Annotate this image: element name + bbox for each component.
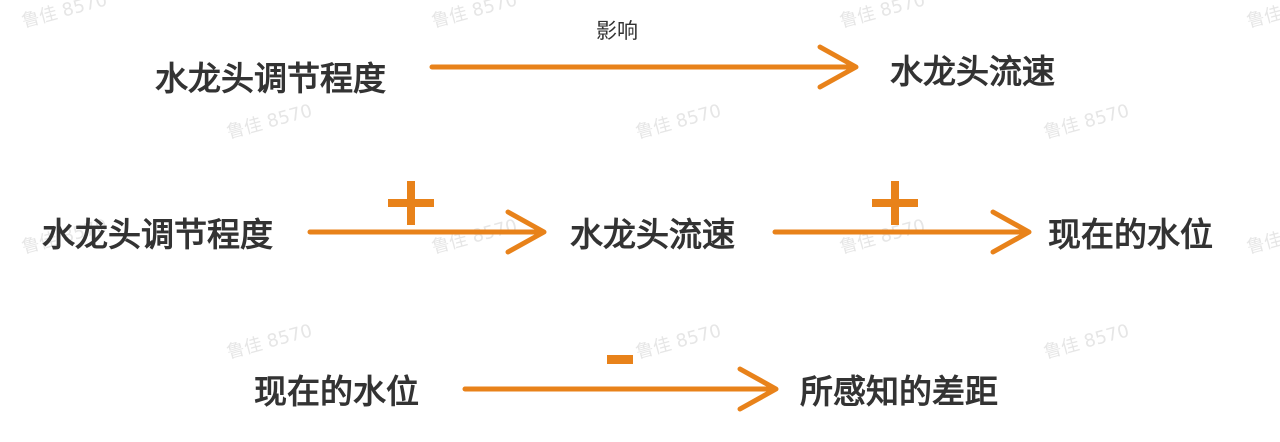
- row1-target-node: 水龙头流速: [890, 52, 1055, 91]
- row2-node2: 水龙头流速: [570, 215, 735, 254]
- row2-node3: 现在的水位: [1048, 215, 1213, 254]
- row1-relation-label: 影响: [596, 19, 638, 43]
- arrow-row1: [429, 44, 859, 90]
- row3-source-node: 现在的水位: [254, 372, 419, 411]
- row2-node1: 水龙头调节程度: [42, 215, 273, 254]
- minus-sign-icon: [607, 355, 633, 364]
- arrow-row2-first: [307, 209, 547, 255]
- plus-sign-2-icon: [872, 181, 918, 225]
- arrow-row3: [462, 366, 779, 412]
- row1-source-node: 水龙头调节程度: [155, 59, 386, 98]
- row3-target-node: 所感知的差距: [800, 372, 998, 411]
- plus-sign-1-icon: [388, 181, 434, 225]
- arrow-row2-second: [772, 209, 1032, 255]
